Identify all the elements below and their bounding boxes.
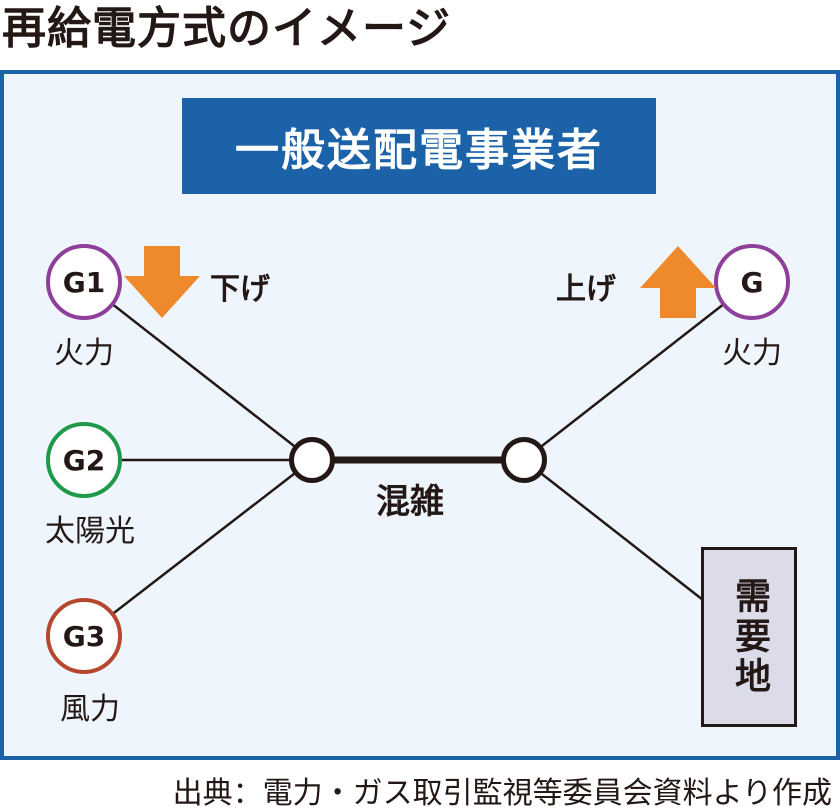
generator-g-id: G — [740, 265, 764, 299]
generator-g3-type: 風力 — [60, 692, 120, 727]
arrow-down-icon — [124, 246, 200, 318]
generator-g-type: 火力 — [722, 336, 782, 371]
generator-g2: G2 — [46, 422, 122, 498]
demand-area-label: 需要地 — [729, 577, 770, 697]
line-g3-node — [83, 459, 313, 637]
operator-label: 一般送配電事業者 — [235, 125, 603, 176]
congestion-label: 混雑 — [376, 482, 444, 522]
line-node-demand — [523, 459, 704, 601]
line-node-g — [523, 281, 753, 461]
node-left — [289, 437, 335, 483]
operator-box: 一般送配電事業者 — [182, 98, 656, 194]
generator-g3-id: G3 — [62, 619, 106, 653]
generator-g3: G3 — [46, 598, 122, 674]
node-right — [501, 437, 547, 483]
arrow-up-icon — [640, 246, 716, 318]
generator-g1: G1 — [46, 244, 122, 320]
generator-g: G — [714, 244, 790, 320]
line-g1-node — [83, 281, 313, 461]
generator-g1-type: 火力 — [54, 336, 114, 371]
action-down-label: 下げ — [210, 272, 270, 307]
generator-g2-id: G2 — [62, 443, 106, 477]
generator-g1-id: G1 — [62, 265, 106, 299]
demand-area-box: 需要地 — [701, 547, 797, 727]
page-title: 再給電方式のイメージ — [2, 3, 452, 54]
generator-g2-type: 太陽光 — [45, 514, 135, 549]
action-up-label: 上げ — [556, 272, 616, 307]
source-credit: 出典：電力・ガス取引監視等委員会資料より作成 — [172, 776, 832, 811]
